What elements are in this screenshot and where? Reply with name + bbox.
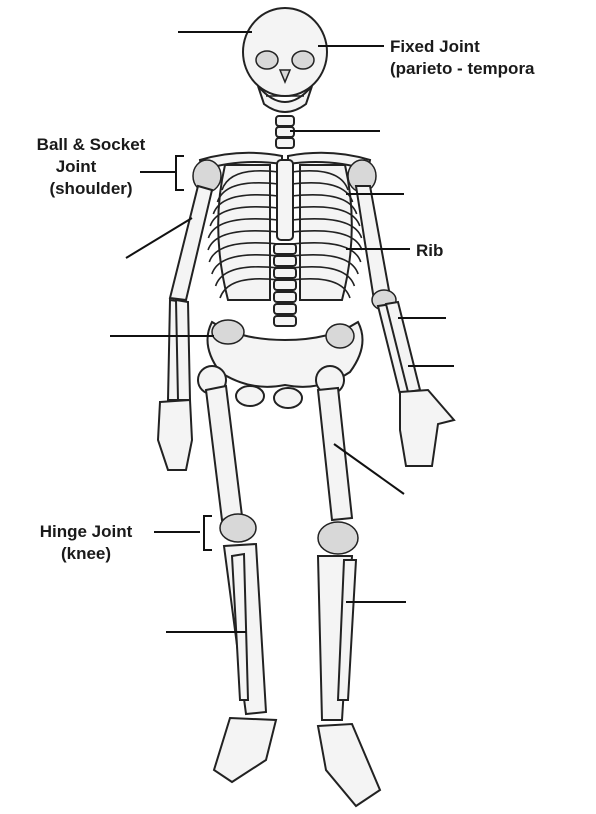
fixed-joint-line2: (parieto - tempora (390, 58, 535, 80)
ball-socket-line2: Joint (16, 156, 136, 178)
vertebra (274, 244, 296, 254)
hinge-joint-label: Hinge Joint (knee) (16, 521, 156, 565)
ball-socket-label: Ball & Socket Joint (shoulder) (16, 134, 166, 200)
right-leg (316, 366, 380, 806)
hinge-joint-line1: Hinge Joint (16, 521, 156, 543)
fixed-joint-line1: Fixed Joint (390, 36, 535, 58)
rib-text: Rib (416, 241, 443, 260)
vertebra (274, 304, 296, 314)
right-arm (356, 186, 454, 466)
left-leg (198, 366, 276, 782)
left-arm (158, 186, 212, 470)
ball-socket-line3: (shoulder) (16, 178, 166, 200)
vertebra (274, 280, 296, 290)
lumbar-spine (274, 244, 296, 326)
vertebra (274, 292, 296, 302)
rib-label: Rib (416, 240, 443, 262)
hinge-joint-line2: (knee) (16, 543, 156, 565)
vertebra (274, 268, 296, 278)
fixed-joint-label: Fixed Joint (parieto - tempora (390, 36, 535, 80)
skull (243, 8, 327, 112)
vertebra (274, 316, 296, 326)
ball-socket-line1: Ball & Socket (16, 134, 166, 156)
vertebra (274, 256, 296, 266)
